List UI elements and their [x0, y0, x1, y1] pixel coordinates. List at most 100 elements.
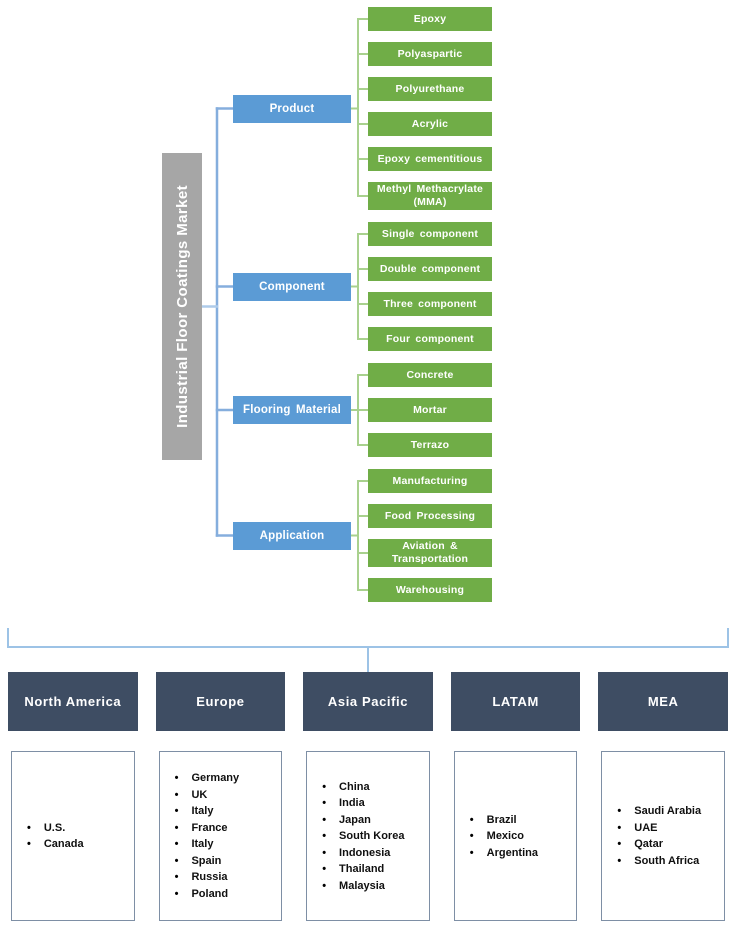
region-column: LATAM • Brazil • Mexico • Argentina [450, 672, 581, 921]
leaf-label: Manufacturing [392, 474, 468, 487]
segmentation-tree: Industrial Floor Coatings Market Product… [162, 7, 492, 602]
country-box: • Germany • UK • Italy • France • Italy … [158, 751, 283, 921]
country-item: • Qatar [617, 838, 722, 850]
country-item: • Indonesia [322, 847, 427, 859]
leaf-label: Epoxy cementitious [377, 152, 483, 165]
market-title-bar: Industrial Floor Coatings Market [162, 153, 202, 460]
country-item: • France [175, 822, 280, 834]
country-item: • UK [175, 789, 280, 801]
country-name: Japan [339, 813, 371, 826]
market-title: Industrial Floor Coatings Market [173, 185, 191, 428]
tree-group: Application Manufacturing Food Processin… [233, 469, 492, 602]
country-item: • Russia [175, 871, 280, 883]
leaf-column: Concrete Mortar Terrazo [368, 363, 492, 457]
category-label: Component [259, 280, 325, 293]
region-column: North America • U.S. • Canada [8, 672, 138, 921]
bullet-icon: • [322, 830, 327, 842]
bullet-icon: • [174, 772, 179, 785]
region-header: Europe [155, 672, 286, 731]
country-name: UAE [634, 821, 658, 834]
bullet-icon: • [174, 854, 179, 867]
leaf-label: Food Processing [384, 509, 476, 522]
country-item: • Japan [322, 814, 427, 826]
leaf-label: Polyaspartic [397, 47, 463, 60]
leaf-label: Terrazo [410, 438, 450, 451]
bullet-icon: • [617, 821, 622, 834]
region-column: Europe • Germany • UK • Italy • France •… [155, 672, 286, 921]
country-name: Thailand [339, 863, 385, 875]
region-column: Asia Pacific • China • India • Japan • S… [303, 672, 433, 921]
leaf-label: Acrylic [411, 117, 449, 130]
region-name: Europe [196, 694, 245, 709]
country-item: • Malaysia [322, 880, 427, 892]
region-name: LATAM [492, 694, 539, 709]
bullet-icon: • [617, 854, 622, 867]
leaf-box: Warehousing [368, 578, 492, 602]
country-name: Argentina [486, 846, 538, 859]
category-box: Product [233, 94, 351, 123]
category-box: Flooring Material [233, 396, 351, 424]
bullet-icon: • [322, 879, 327, 892]
bullet-icon: • [617, 838, 622, 851]
bullet-icon: • [174, 871, 179, 884]
bullet-icon: • [27, 838, 31, 851]
leaf-box: Four component [368, 327, 492, 351]
country-name: Malaysia [339, 879, 385, 892]
bullet-icon: • [322, 863, 327, 875]
country-item: • Saudi Arabia [617, 805, 722, 817]
country-name: India [339, 797, 365, 809]
leaf-label: Single component [381, 227, 479, 240]
country-item: • South Africa [617, 855, 722, 867]
country-name: China [339, 780, 370, 793]
category-box: Component [233, 272, 351, 301]
region-header: Asia Pacific [303, 672, 433, 731]
leaf-box: Epoxy [368, 7, 492, 31]
bullet-icon: • [174, 838, 179, 851]
country-list: • Brazil • Mexico • Argentina [455, 752, 577, 920]
country-item: • U.S. [27, 822, 132, 834]
bullet-icon: • [174, 887, 179, 900]
leaf-box: Terrazo [368, 433, 492, 457]
bullet-icon: • [469, 813, 474, 826]
category-groups: Product Epoxy Polyaspartic Polyurethane … [233, 7, 492, 602]
bullet-icon: • [174, 821, 179, 834]
country-name: Brazil [486, 813, 517, 826]
leaf-box: Food Processing [368, 504, 492, 528]
leaf-box: Mortar [368, 398, 492, 422]
country-name: Italy [191, 805, 214, 818]
country-box: • China • India • Japan • South Korea • … [306, 751, 430, 921]
region-bracket-drop-line [367, 648, 369, 672]
tree-group: Component Single component Double compon… [233, 222, 492, 351]
country-name: Germany [191, 772, 240, 785]
region-name: Asia Pacific [327, 694, 409, 709]
category-label: Product [269, 102, 315, 115]
bullet-icon: • [322, 813, 327, 826]
country-name: Saudi Arabia [634, 805, 702, 818]
country-item: • India [322, 797, 427, 809]
region-name: MEA [647, 694, 679, 709]
category-box: Application [233, 521, 351, 550]
country-item: • Spain [175, 855, 280, 867]
country-name: South Korea [339, 830, 405, 842]
leaf-label: Epoxy [413, 12, 447, 25]
country-name: Russia [191, 871, 228, 884]
country-box: • U.S. • Canada [11, 751, 135, 921]
country-item: • Poland [175, 888, 280, 900]
country-name: UK [191, 788, 208, 801]
country-name: Italy [191, 838, 214, 851]
region-bracket-line [7, 628, 729, 648]
country-item: • Italy [175, 838, 280, 850]
country-item: • Germany [175, 772, 280, 784]
leaf-box: Epoxy cementitious [368, 147, 492, 171]
leaf-label: Three component [383, 297, 477, 310]
leaf-column: Manufacturing Food Processing Aviation &… [368, 469, 492, 602]
leaf-label: Polyurethane [395, 82, 465, 95]
bullet-icon: • [617, 805, 622, 818]
leaf-label: Warehousing [395, 583, 465, 596]
country-box: • Brazil • Mexico • Argentina [453, 751, 578, 921]
leaf-label: Four component [386, 332, 474, 345]
tree-group: Flooring Material Concrete Mortar Terraz… [233, 363, 492, 457]
bullet-icon: • [27, 821, 31, 834]
leaf-box: Single component [368, 222, 492, 246]
